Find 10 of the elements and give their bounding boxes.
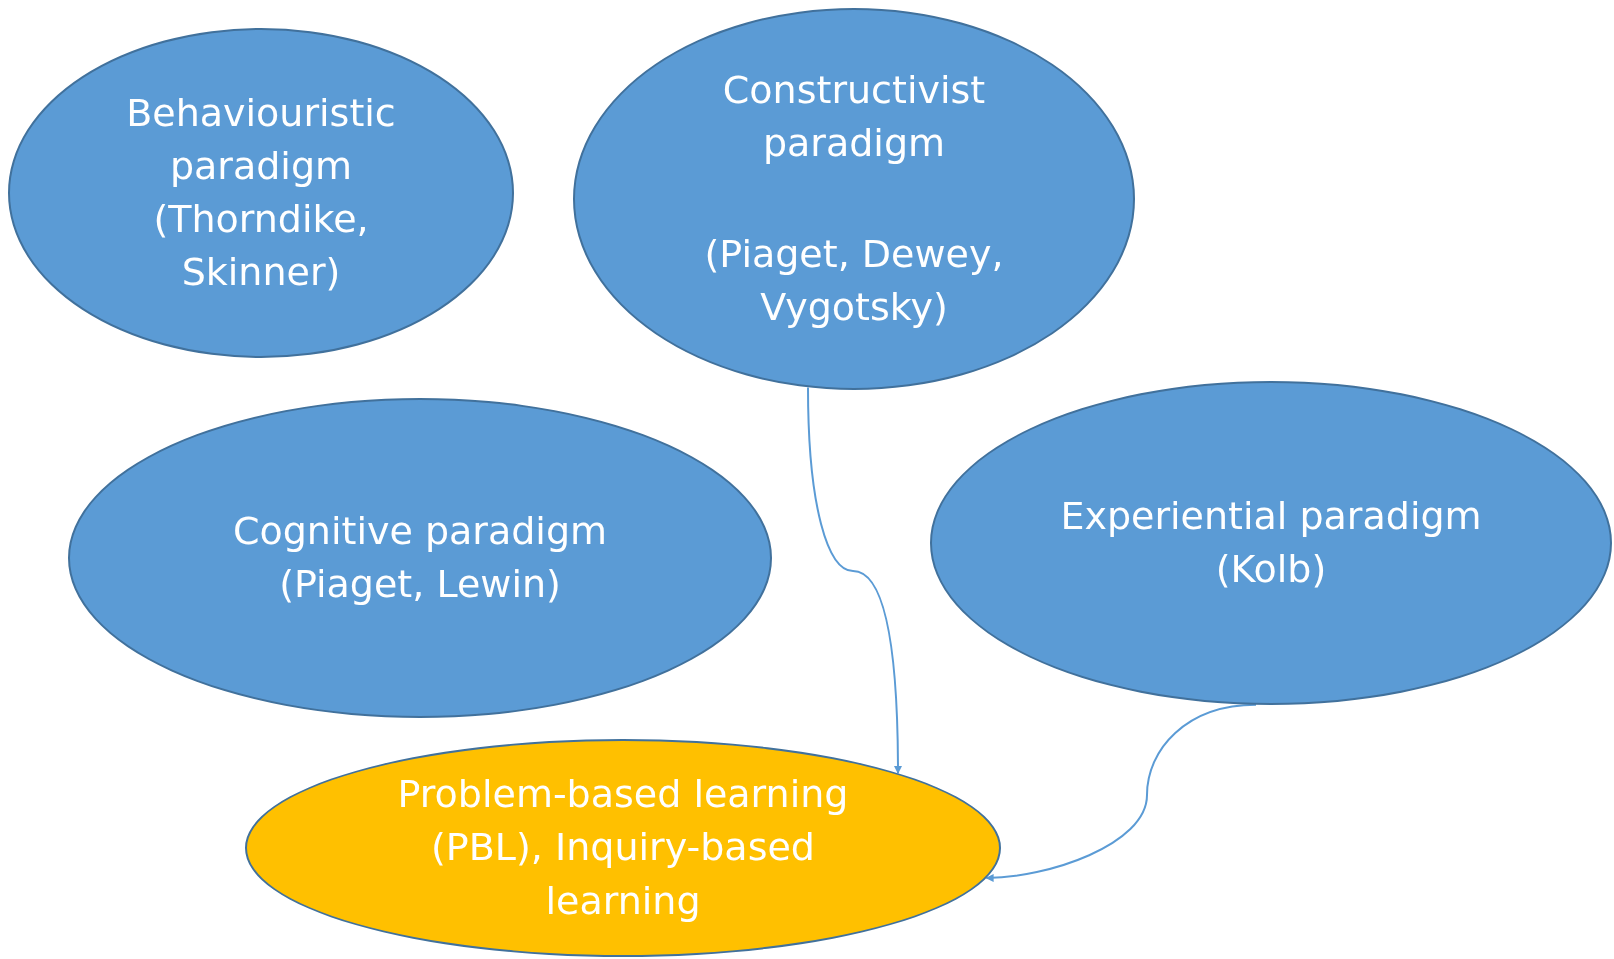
ellipse-text: (Piaget, Lewin) <box>279 561 561 608</box>
ellipse-text: (Thorndike, Skinner) <box>152 196 370 297</box>
ellipse-text: (Piaget, Dewey, Vygotsky) <box>703 231 1005 332</box>
ellipse-text: Experiential paradigm <box>1060 492 1482 540</box>
curved-arrow <box>985 703 1257 882</box>
ellipse-text: (Kolb) <box>1215 546 1327 593</box>
ellipse-text: Problem-based learning (PBL), Inquiry-based learning <box>396 771 850 925</box>
ellipse-text: Behaviouristic paradigm <box>125 89 397 190</box>
ellipse-text: Constructivist paradigm <box>721 66 987 167</box>
ellipse-text: Cognitive paradigm <box>232 507 608 555</box>
